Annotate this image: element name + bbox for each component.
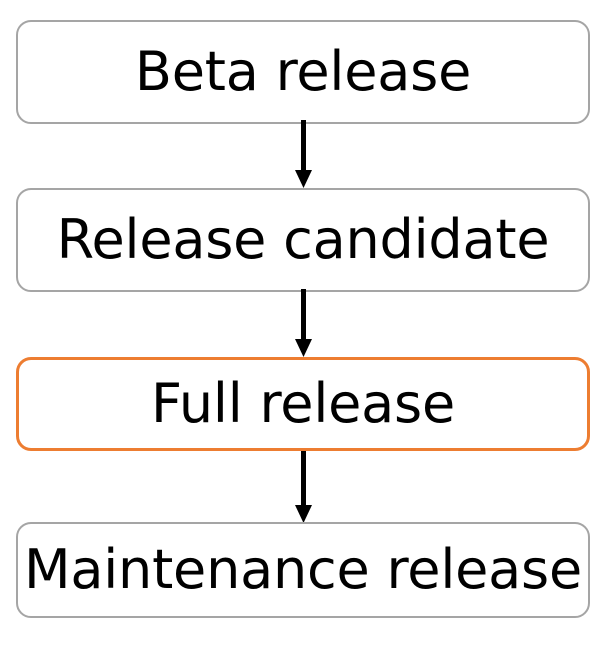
arrow-down-icon xyxy=(295,289,312,357)
flow-arrow-rc-to-full xyxy=(0,289,607,359)
flow-node-maintenance-release[interactable]: Maintenance release xyxy=(16,522,590,618)
arrow-down-icon xyxy=(295,120,312,188)
flow-node-beta-release[interactable]: Beta release xyxy=(16,20,590,124)
flow-arrow-full-to-maintenance xyxy=(0,449,607,525)
flow-arrow-beta-to-rc xyxy=(0,120,607,190)
flow-node-release-candidate[interactable]: Release candidate xyxy=(16,188,590,292)
flow-node-label: Maintenance release xyxy=(23,538,583,601)
flow-node-label: Release candidate xyxy=(56,208,550,271)
flow-node-label: Full release xyxy=(150,372,455,435)
flow-node-label: Beta release xyxy=(134,40,472,103)
flow-node-full-release[interactable]: Full release xyxy=(16,357,590,451)
arrow-down-icon xyxy=(295,451,312,523)
